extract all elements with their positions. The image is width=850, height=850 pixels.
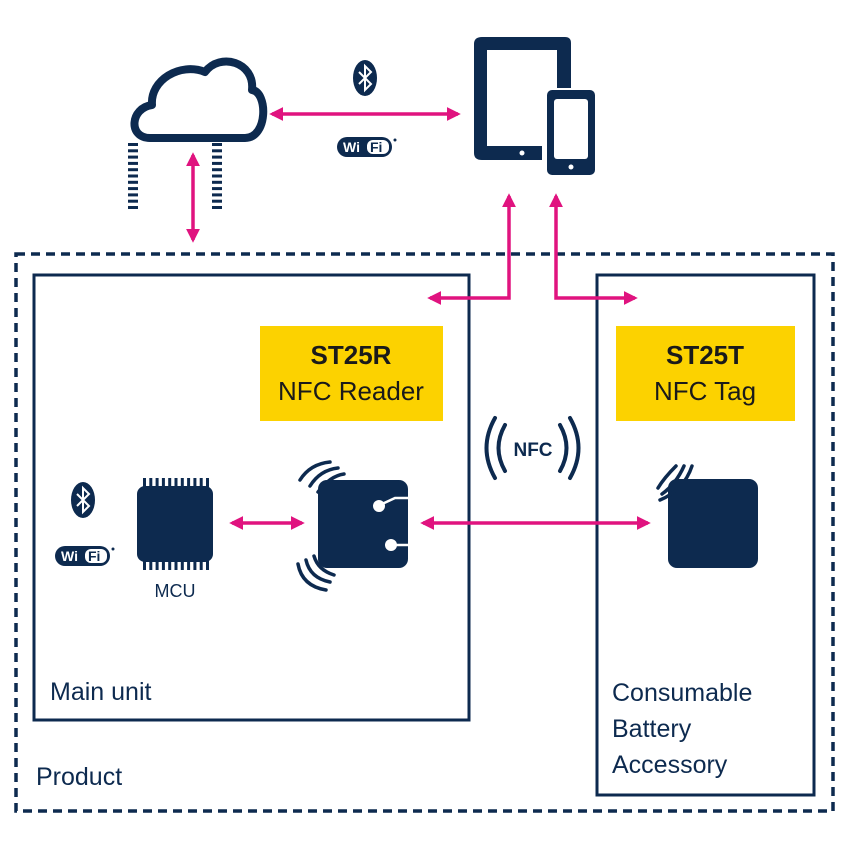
wifi-text-left: Wi bbox=[343, 139, 360, 155]
chip-pin bbox=[206, 478, 209, 487]
cloud-icon bbox=[130, 57, 268, 142]
chip-pin bbox=[212, 193, 222, 197]
mcu-label: MCU bbox=[155, 581, 196, 601]
wifi-text-left: Wi bbox=[61, 548, 78, 564]
chip-pin bbox=[128, 155, 138, 159]
chip-pin bbox=[199, 561, 203, 570]
chip-pin bbox=[161, 561, 165, 570]
chip-pin bbox=[128, 206, 138, 209]
accessory-box bbox=[595, 273, 816, 797]
chip-pin bbox=[212, 174, 222, 178]
chip-pin bbox=[155, 561, 159, 570]
st25t-subtitle: NFC Tag bbox=[654, 376, 756, 406]
chip-pin bbox=[128, 193, 138, 197]
nfc-icon: NFC bbox=[484, 416, 581, 480]
accessory-label-line-2: Battery bbox=[612, 715, 692, 743]
chip-pin bbox=[199, 478, 203, 487]
chip-pin bbox=[149, 478, 153, 487]
bluetooth-icon bbox=[71, 482, 95, 518]
accessory-label-line-3: Accessory bbox=[612, 751, 728, 779]
chip-pin bbox=[212, 168, 222, 172]
chip-pin bbox=[143, 478, 146, 487]
product-label: Product bbox=[36, 763, 122, 791]
wifi-text-right: Fi bbox=[88, 548, 100, 564]
wifi-icon: Wi Fi bbox=[55, 546, 115, 566]
chip-pin bbox=[143, 561, 146, 570]
smartphone-icon bbox=[547, 90, 595, 175]
chip-pin bbox=[180, 478, 184, 487]
product-boundary bbox=[14, 252, 835, 813]
chip-pin bbox=[193, 478, 197, 487]
st25r-subtitle: NFC Reader bbox=[278, 376, 424, 406]
chip-pin bbox=[212, 149, 222, 153]
chip-pin bbox=[128, 161, 138, 165]
chip-pin bbox=[174, 478, 178, 487]
tablet-icon bbox=[474, 37, 571, 160]
chip-pin bbox=[212, 155, 222, 159]
main-unit-box bbox=[32, 273, 471, 722]
phone-accessory-arrow bbox=[549, 193, 638, 305]
chip-pin bbox=[187, 478, 191, 487]
st25r-label-box bbox=[260, 326, 443, 421]
chip-pin bbox=[212, 199, 222, 203]
chip-pin bbox=[212, 143, 222, 146]
chip-pin bbox=[187, 561, 191, 570]
bluetooth-icon bbox=[353, 60, 377, 96]
tablet-main-unit-arrow bbox=[427, 193, 516, 305]
chip-pin bbox=[149, 561, 153, 570]
chip-pin bbox=[212, 161, 222, 165]
nfc-reader-chip-icon bbox=[296, 460, 408, 592]
st25t-title: ST25T bbox=[666, 340, 744, 370]
nfc-tag-icon bbox=[656, 464, 758, 568]
main-unit-label: Main unit bbox=[50, 678, 151, 706]
chip-pin bbox=[128, 187, 138, 191]
st25r-title: ST25R bbox=[311, 340, 392, 370]
st25t-label-box bbox=[616, 326, 795, 421]
chip-pin bbox=[168, 561, 172, 570]
chip-icon bbox=[128, 143, 222, 570]
chip-pin bbox=[212, 180, 222, 184]
wifi-text-right: Fi bbox=[370, 139, 382, 155]
chip-pin bbox=[128, 149, 138, 153]
chip-pin bbox=[212, 187, 222, 191]
accessory-label-line-1: Consumable bbox=[612, 679, 752, 707]
chip-pin bbox=[128, 180, 138, 184]
chip-pin bbox=[180, 561, 184, 570]
chip-pin bbox=[128, 174, 138, 178]
chip-pin bbox=[206, 561, 209, 570]
chip-pin bbox=[161, 478, 165, 487]
wifi-icon: Wi Fi bbox=[337, 137, 397, 157]
chip-pin bbox=[128, 168, 138, 172]
chip-pin bbox=[212, 206, 222, 209]
chip-pin bbox=[174, 561, 178, 570]
chip-pin bbox=[155, 478, 159, 487]
chip-pin bbox=[168, 478, 172, 487]
chip-pin bbox=[128, 199, 138, 203]
nfc-icon-text: NFC bbox=[513, 440, 552, 461]
chip-pin bbox=[193, 561, 197, 570]
chip-pin bbox=[128, 143, 138, 146]
